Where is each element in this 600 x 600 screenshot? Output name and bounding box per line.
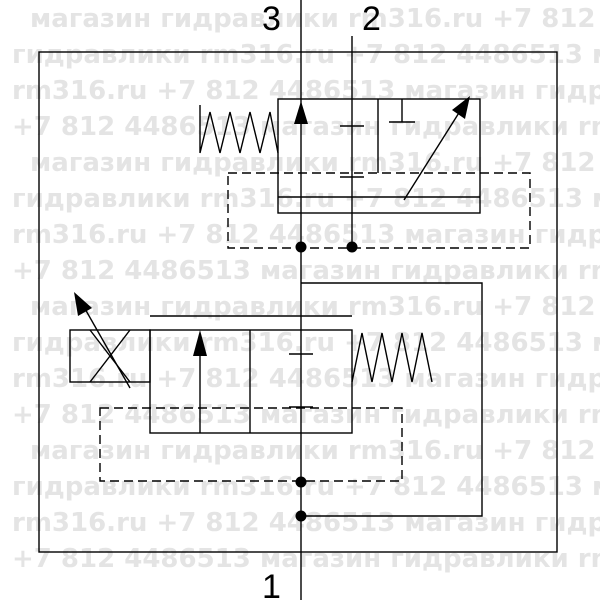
watermark-line-11: rm316.ru +7 812 4486513 магазин гидравли… <box>12 364 600 394</box>
watermark-line-2: гидравлики rm316.ru +7 812 4486513 магаз… <box>12 40 600 70</box>
lower-flow-arrowhead <box>193 330 207 356</box>
watermark-line-1: магазин гидравлики rm316.ru +7 812 44865… <box>30 4 600 34</box>
upper-valve-spring <box>199 105 279 154</box>
watermark: магазин гидравлики rm316.ru +7 812 44865… <box>12 4 600 574</box>
lower-adjust-arrowhead <box>74 292 92 316</box>
watermark-line-3: rm316.ru +7 812 4486513 магазин гидравли… <box>12 76 600 106</box>
watermark-line-6: гидравлики rm316.ru +7 812 4486513 магаз… <box>12 184 600 214</box>
lower-pilot-frame <box>99 407 403 482</box>
watermark-line-16: +7 812 4486513 магазин гидравлики rm316.… <box>12 544 600 574</box>
port-label-1: 1 <box>262 568 281 600</box>
lower-valve-actuator-box <box>69 329 151 383</box>
watermark-line-9: магазин гидравлики rm316.ru +7 812 44865… <box>30 292 600 322</box>
watermark-line-14: гидравлики rm316.ru +7 812 4486513 магаз… <box>12 472 600 502</box>
junction-dot-upper-left <box>295 241 307 253</box>
upper-pilot-frame <box>227 172 531 249</box>
watermark-line-13: магазин гидравлики rm316.ru +7 812 44865… <box>30 436 600 466</box>
valve-housing-outline <box>38 51 558 553</box>
actuator-cross-b <box>89 329 131 383</box>
upper-valve-body <box>277 98 481 214</box>
port-label-2: 2 <box>362 0 381 38</box>
upper-flow-arrowhead <box>294 101 308 124</box>
return-line-lower <box>301 282 483 517</box>
lower-valve-spring <box>351 332 433 383</box>
upper-valve-adjust-arrow <box>403 107 463 201</box>
watermark-line-15: rm316.ru +7 812 4486513 магазин гидравли… <box>12 508 600 538</box>
junction-dot-bottom <box>295 510 307 522</box>
junction-dot-upper-right <box>346 241 358 253</box>
junction-dot-lower <box>295 476 307 488</box>
watermark-line-8: +7 812 4486513 магазин гидравлики rm316.… <box>12 256 600 286</box>
upper-adjust-arrowhead <box>452 96 470 119</box>
watermark-line-4: +7 812 4486513 магазин гидравлики rm316.… <box>12 112 600 142</box>
port-label-3: 3 <box>262 0 281 38</box>
watermark-line-12: +7 812 4486513 магазин гидравлики rm316.… <box>12 400 600 430</box>
lower-actuator-adjust-arrow <box>79 299 131 389</box>
